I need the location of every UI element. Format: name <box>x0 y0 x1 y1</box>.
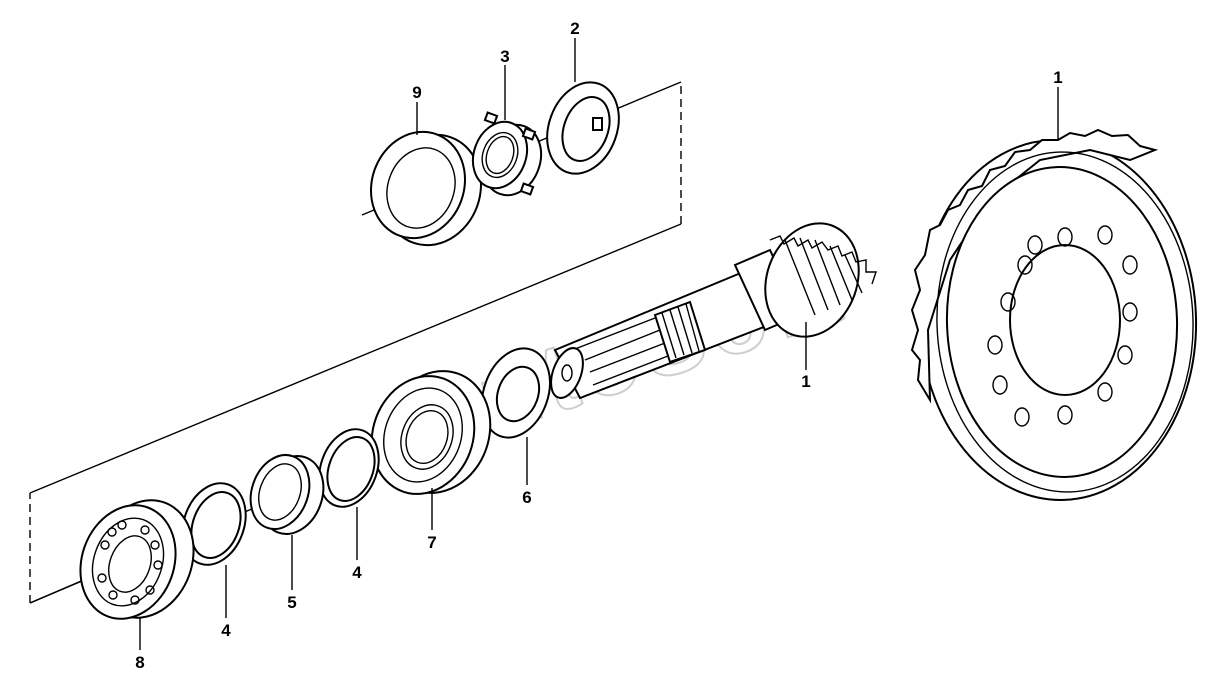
callout-1-ring-gear: 1 <box>1053 68 1062 87</box>
part-7-bearing <box>370 370 492 495</box>
part-1-ring-gear <box>910 128 1198 501</box>
callout-8: 8 <box>135 653 144 672</box>
callout-4-right: 4 <box>352 563 362 582</box>
part-6-shim-washer <box>481 347 551 439</box>
part-1-pinion-shaft <box>550 222 877 400</box>
part-8-bearing <box>79 499 195 620</box>
callout-4-left: 4 <box>221 621 231 640</box>
part-5-sleeve <box>249 454 325 535</box>
part-4-snap-ring-left <box>181 482 247 566</box>
leader-lines <box>139 38 1059 650</box>
callout-6: 6 <box>522 488 531 507</box>
part-3-slotted-nut <box>471 111 543 197</box>
part-2-lock-washer <box>546 81 620 175</box>
callout-9: 9 <box>412 83 421 102</box>
part-9-ring <box>369 130 483 247</box>
bracket-top-line <box>29 223 682 494</box>
callout-1-pinion: 1 <box>801 372 810 391</box>
callout-5: 5 <box>287 593 296 612</box>
callout-2: 2 <box>570 19 579 38</box>
callout-7: 7 <box>427 533 436 552</box>
callout-3: 3 <box>500 47 509 66</box>
part-4-snap-ring-right <box>318 428 380 508</box>
